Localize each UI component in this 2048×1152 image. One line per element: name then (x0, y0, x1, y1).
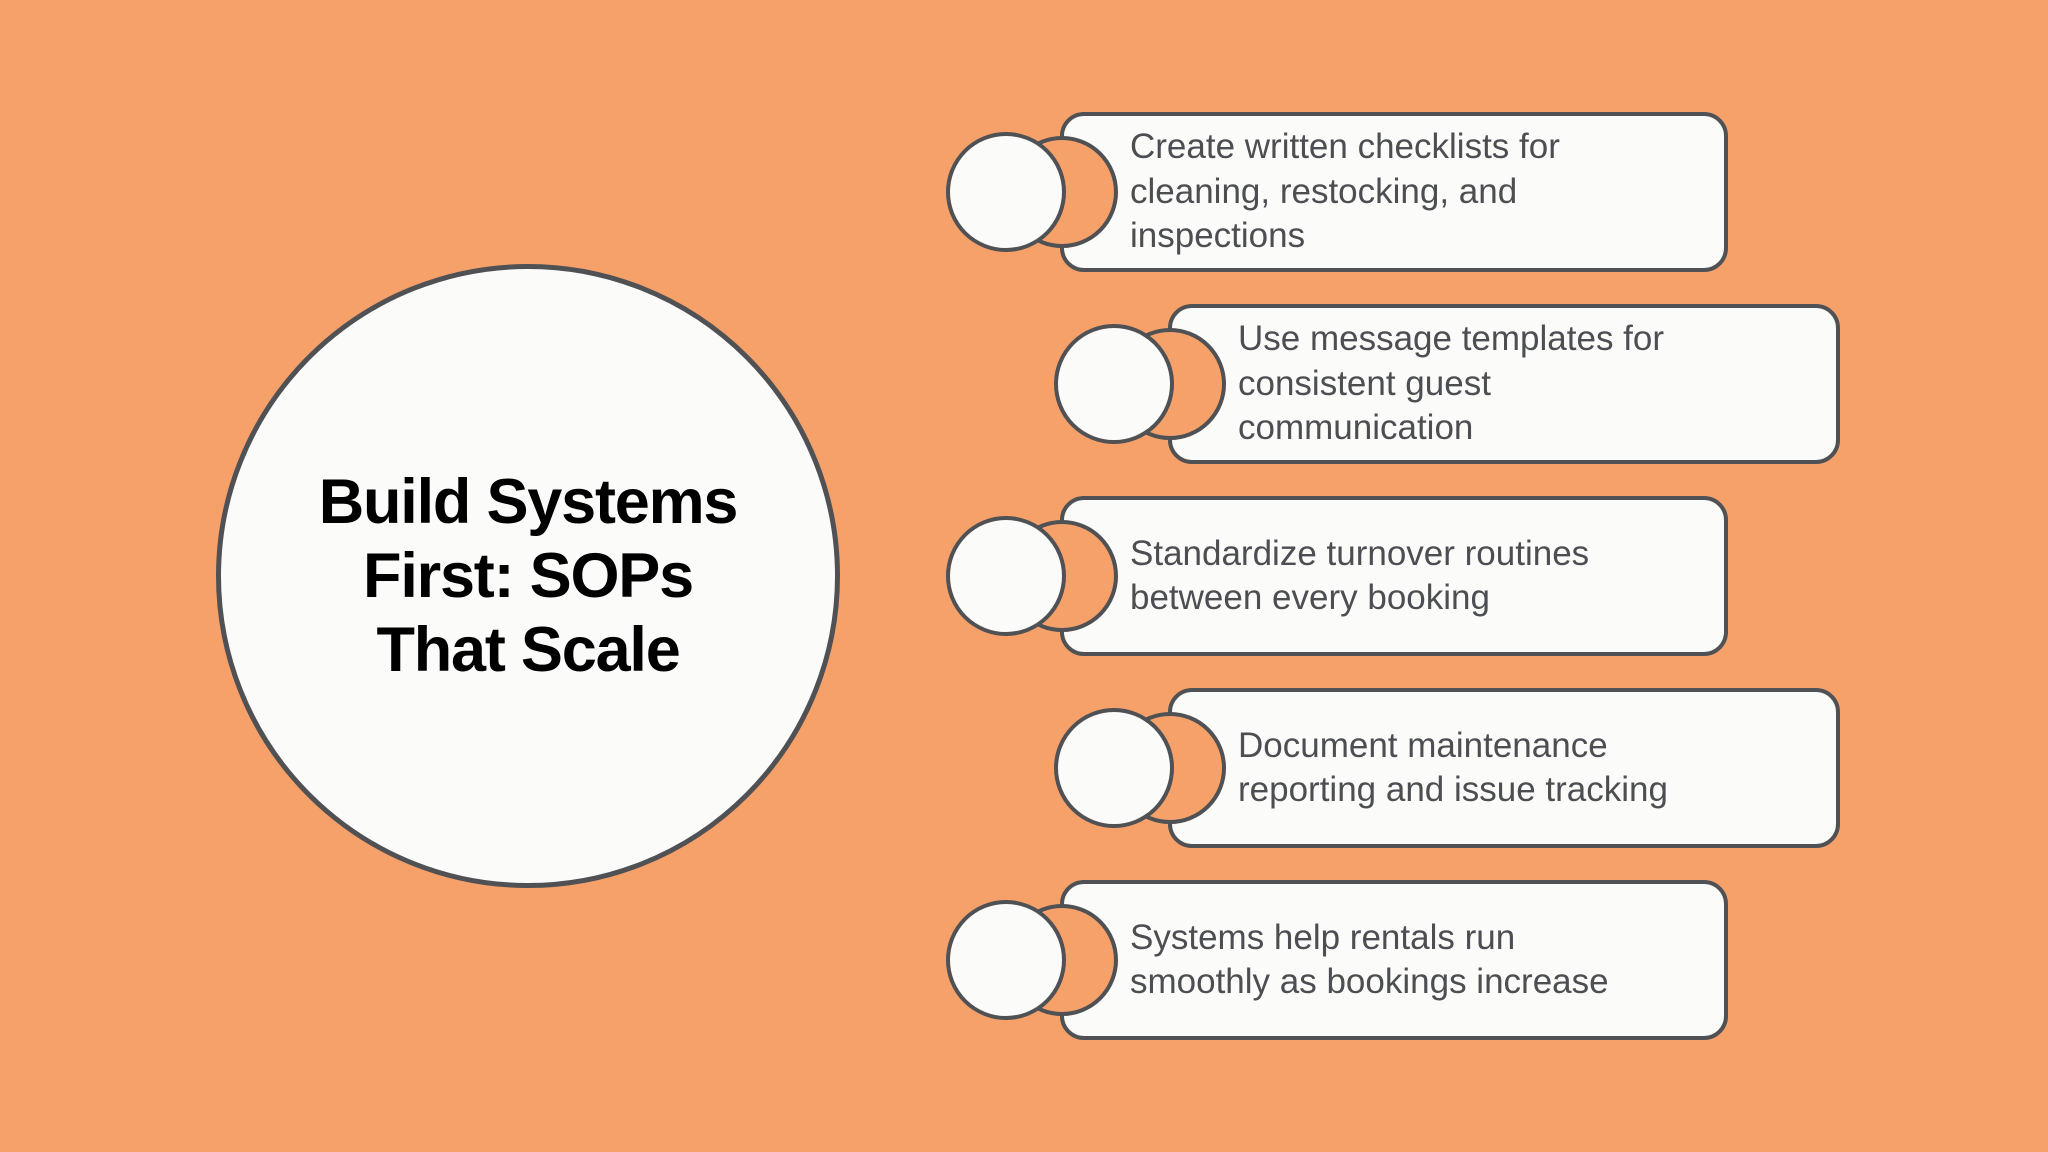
list-item-label: Create written checklists for cleaning, … (1130, 127, 1560, 256)
list-item-bubble[interactable]: Use message templates for consistent gue… (1168, 304, 1840, 464)
bullet-circle-icon (946, 516, 1066, 636)
list-item-bubble[interactable]: Systems help rentals run smoothly as boo… (1060, 880, 1728, 1040)
bullet-circle-icon (1054, 324, 1174, 444)
page-title: Build Systems First: SOPs That Scale (318, 466, 739, 686)
list-item-label: Systems help rentals run smoothly as boo… (1130, 917, 1609, 1001)
list-item-bubble[interactable]: Create written checklists for cleaning, … (1060, 112, 1728, 272)
bullet-circle-icon (1054, 708, 1174, 828)
bullet-list: Create written checklists for cleaning, … (946, 96, 1860, 1056)
list-item-bubble[interactable]: Document maintenance reporting and issue… (1168, 688, 1840, 848)
list-item-label: Standardize turnover routines between ev… (1130, 533, 1590, 617)
bullet-circle-icon (946, 900, 1066, 1020)
list-item-label: Document maintenance reporting and issue… (1238, 725, 1668, 809)
hero-title-circle: Build Systems First: SOPs That Scale (216, 264, 840, 888)
list-item-label: Use message templates for consistent gue… (1238, 319, 1665, 448)
list-item-bubble[interactable]: Standardize turnover routines between ev… (1060, 496, 1728, 656)
bullet-circle-icon (946, 132, 1066, 252)
